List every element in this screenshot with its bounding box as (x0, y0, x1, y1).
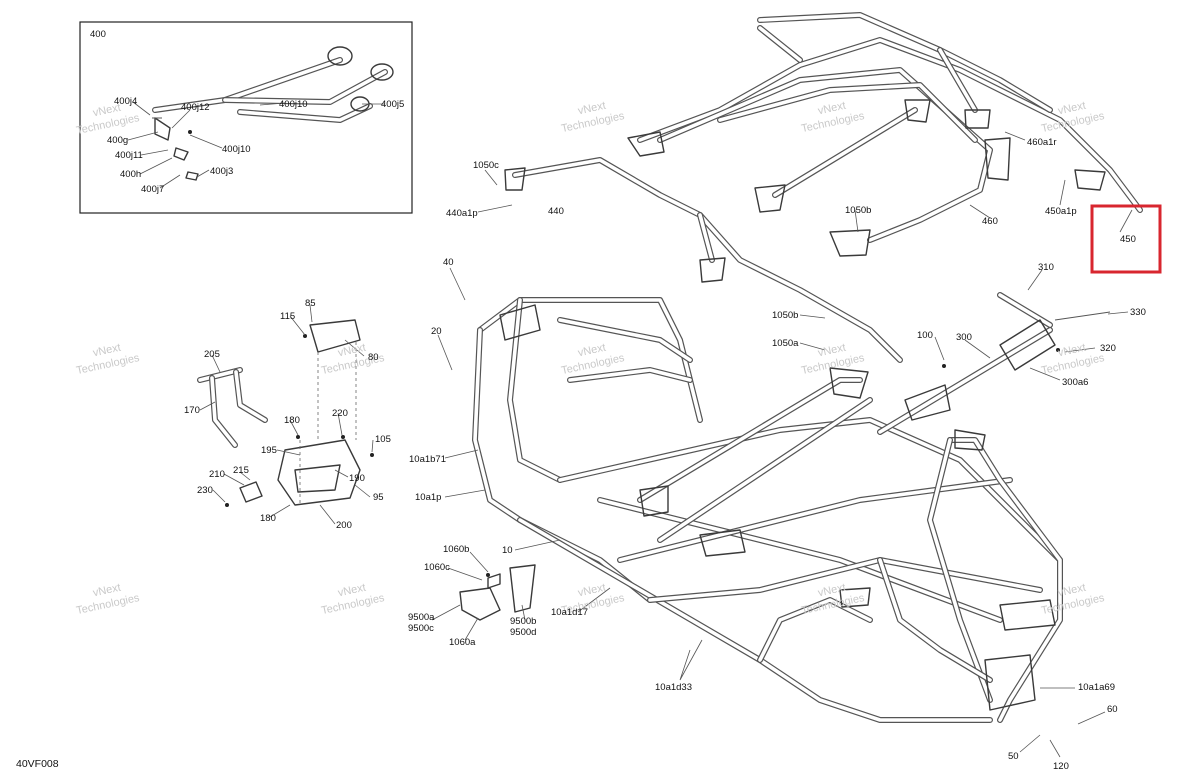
watermark-line1: vNext (1057, 582, 1087, 600)
callout-label: 400j4 (114, 96, 137, 107)
callout-label: 60 (1107, 704, 1118, 715)
watermark-line1: vNext (817, 100, 847, 118)
callout-labels: 400 400j4 400j12 400j10 400j5 400g 400j1… (16, 29, 1146, 772)
watermark-line1: vNext (817, 582, 847, 600)
roof-frame (504, 12, 1143, 363)
callout-label: 9500a (408, 612, 435, 623)
steering-column (877, 292, 1111, 435)
callout-label: 400j3 (210, 166, 233, 177)
callout-label: 320 (1100, 343, 1116, 354)
callout-label: 180 (260, 513, 276, 524)
callout-label: 440 (548, 206, 564, 217)
callout-label: 400j5 (381, 99, 404, 110)
callout-label: 10 (502, 545, 513, 556)
callout-label: 400j11 (115, 150, 143, 161)
callout-label: 9500c (408, 623, 434, 634)
callout-label: 200 (336, 520, 352, 531)
callout-label: 220 (332, 408, 348, 419)
callout-label: 1050b (772, 310, 798, 321)
callout-label: 440a1p (446, 208, 478, 219)
callout-label: 120 (1053, 761, 1069, 772)
watermark-line1: vNext (577, 582, 607, 600)
callout-label: 10a1d33 (655, 682, 692, 693)
callout-label: 460a1r (1027, 137, 1057, 148)
callout-label: 10a1a69 (1078, 682, 1115, 693)
watermark-line1: vNext (1057, 100, 1087, 118)
callout-label: 205 (204, 349, 220, 360)
skid-plate-parts (459, 564, 536, 621)
callout-label: 450 (1120, 234, 1136, 245)
callout-label: 210 (209, 469, 225, 480)
callout-label: 1050c (473, 160, 499, 171)
callout-label: 400j7 (141, 184, 164, 195)
callout-label: 400 (90, 29, 106, 40)
callout-label: 1060c (424, 562, 450, 573)
callout-label: 115 (280, 311, 295, 322)
watermark-line1: vNext (577, 100, 607, 118)
callout-label: 170 (184, 405, 200, 416)
callout-label: 450a1p (1045, 206, 1077, 217)
callout-label: 85 (305, 298, 316, 309)
callout-label: 1060b (443, 544, 469, 555)
inset-panel (79, 21, 413, 214)
callout-label: 10a1d17 (551, 607, 588, 618)
watermark-line1: vNext (577, 342, 607, 360)
figure-code: 40VF008 (16, 758, 59, 770)
watermark-line1: vNext (92, 582, 122, 600)
callout-label: 100 (917, 330, 933, 341)
callout-label: 10a1b71 (409, 454, 446, 465)
callout-label: 190 (349, 473, 365, 484)
callout-label: 40 (443, 257, 454, 268)
watermark-line1: vNext (1057, 342, 1087, 360)
callout-label: 195 (261, 445, 277, 456)
watermark-line1: vNext (92, 102, 122, 120)
callout-label: 460 (982, 216, 998, 227)
callout-label: 80 (368, 352, 379, 363)
callout-label: 1050b (845, 205, 871, 216)
seat-bracket-assembly (197, 319, 374, 507)
callout-label: 9500b (510, 616, 536, 627)
watermark-line1: vNext (817, 342, 847, 360)
callout-label: 180 (284, 415, 300, 426)
callout-label: 400j10 (279, 99, 308, 110)
callout-label: 300 (956, 332, 972, 343)
watermark-line1: vNext (337, 582, 367, 600)
callout-label: 215 (233, 465, 249, 476)
callout-label: 1050a (772, 338, 799, 349)
callout-label: 400j12 (181, 102, 210, 113)
callout-label: 95 (373, 492, 384, 503)
watermark-line1: vNext (92, 342, 122, 360)
callout-label: 20 (431, 326, 442, 337)
callout-label: 105 (375, 434, 391, 445)
callout-label: 400j10 (222, 144, 251, 155)
callout-label: 330 (1130, 307, 1146, 318)
callout-label: 300a6 (1062, 377, 1088, 388)
callout-label: 230 (197, 485, 213, 496)
leader-lines (127, 101, 1133, 758)
callout-label: 10a1p (415, 492, 441, 503)
callout-label: 9500d (510, 627, 536, 638)
callout-label: 310 (1038, 262, 1054, 273)
main-frame (472, 297, 1063, 723)
highlight-box-450 (1090, 204, 1162, 274)
watermark-line1: vNext (337, 342, 367, 360)
callout-label: 1060a (449, 637, 476, 648)
callout-label: 400g (107, 135, 128, 146)
callout-label: 50 (1008, 751, 1019, 762)
callout-label: 400h (120, 169, 141, 180)
